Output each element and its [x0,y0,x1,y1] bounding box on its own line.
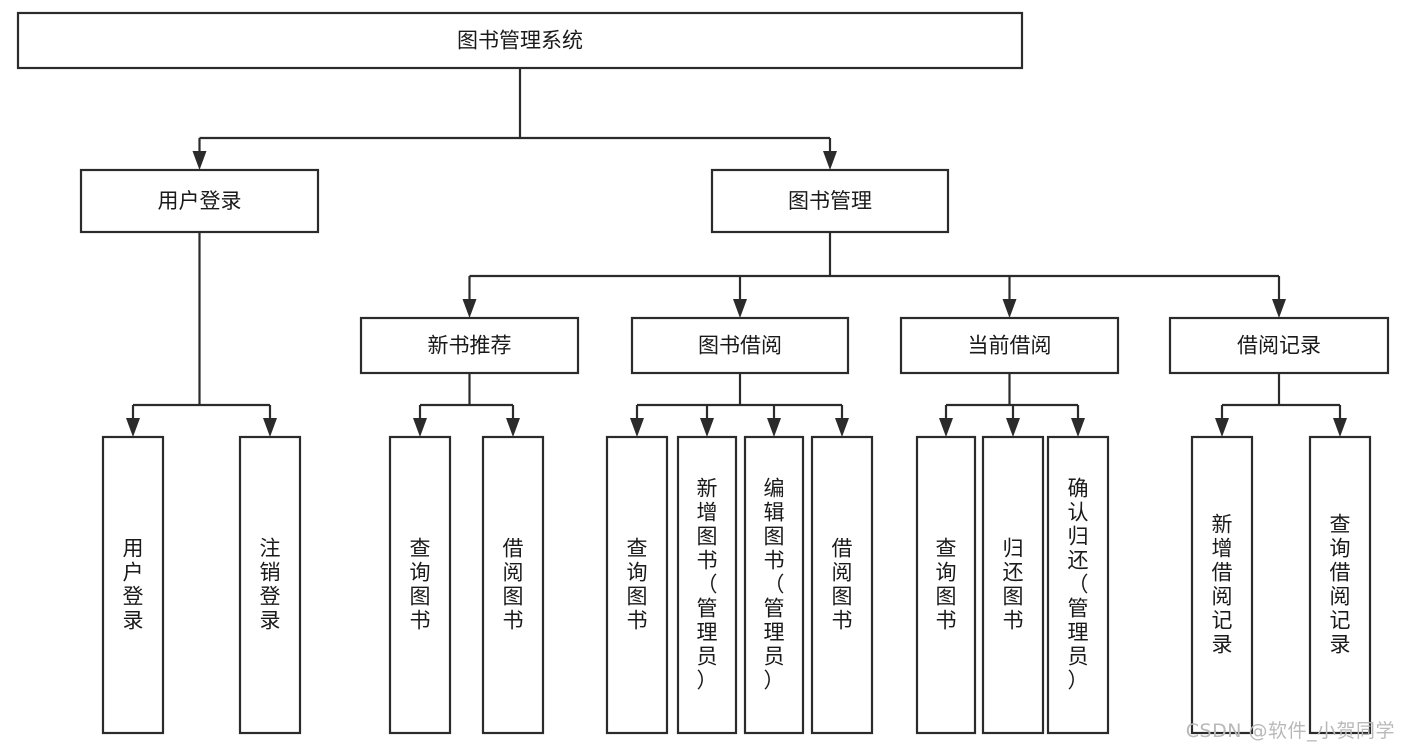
arrow-head-icon [630,418,644,437]
node-rect [605,435,669,735]
node-label: 新增图书（管理员） [697,477,718,693]
leaf-node-编辑图书管理员[interactable]: 编辑图书（管理员） [743,435,805,735]
arrow-head-icon [733,299,747,318]
node-rect [1308,435,1372,735]
leaf-node-新增借阅记录[interactable]: 新增借阅记录 [1190,435,1254,735]
leaf-node-新增图书管理员[interactable]: 新增图书（管理员） [676,435,738,735]
arrow-head-icon [462,299,477,318]
leaf-node-查询图书[interactable]: 查询图书 [605,435,669,735]
node-rect [388,435,452,735]
arrow-head-icon [1006,418,1020,437]
node-label: 查询图书 [627,537,648,633]
leaf-node-借阅图书[interactable]: 借阅图书 [481,435,545,735]
arrow-head-icon [1071,418,1085,437]
node-rect [676,435,738,735]
leaf-node-注销登录[interactable]: 注销登录 [238,435,302,735]
node-rect [981,435,1045,735]
node-rect [16,11,1024,70]
node-label: 借阅图书 [503,537,524,633]
node-label: 借阅记录 [1237,334,1321,358]
node-rect [481,435,545,735]
leaf-node-查询借阅记录[interactable]: 查询借阅记录 [1308,435,1372,735]
node-label: 用户登录 [123,537,144,633]
leaf-node-查询图书[interactable]: 查询图书 [915,435,977,735]
level3-node-图书借阅[interactable]: 图书借阅 [630,316,850,375]
node-label: 编辑图书（管理员） [764,477,785,693]
arrow-head-icon [192,151,207,170]
arrow-head-icon [1002,299,1017,318]
node-label: 图书管理 [788,189,872,213]
node-label: 当前借阅 [968,334,1052,358]
arrow-head-icon [939,418,953,437]
arrow-head-icon [1215,418,1229,437]
arrow-head-icon [767,418,781,437]
node-rect [899,316,1120,375]
connector-layer [126,68,1347,437]
level3-node-新书推荐[interactable]: 新书推荐 [359,316,580,375]
node-label: 借阅图书 [832,537,853,633]
arrow-head-icon [413,418,427,437]
node-label: 归还图书 [1003,537,1024,633]
root-node-图书管理系统[interactable]: 图书管理系统 [16,11,1024,70]
node-label: 用户登录 [158,189,242,213]
node-rect [915,435,977,735]
level3-node-当前借阅[interactable]: 当前借阅 [899,316,1120,375]
node-label: 新增借阅记录 [1212,513,1233,657]
node-label: 图书借阅 [698,334,782,358]
arrow-head-icon [1333,418,1347,437]
leaf-node-用户登录[interactable]: 用户登录 [101,435,165,735]
node-rect [1046,435,1110,735]
leaf-node-借阅图书[interactable]: 借阅图书 [810,435,874,735]
arrow-head-icon [835,418,849,437]
level3-node-借阅记录[interactable]: 借阅记录 [1168,316,1390,375]
leaf-node-确认归还管理员[interactable]: 确认归还（管理员） [1046,435,1110,735]
node-label: 图书管理系统 [457,29,583,53]
node-rect [359,316,580,375]
node-rect [710,168,950,234]
node-rect [1168,316,1390,375]
arrow-head-icon [1272,299,1286,318]
level2-node-图书管理[interactable]: 图书管理 [710,168,950,234]
node-label: 确认归还（管理员） [1068,477,1089,693]
node-rect [238,435,302,735]
node-label: 查询图书 [936,537,957,633]
arrow-head-icon [263,418,277,437]
node-rect [810,435,874,735]
arrow-head-icon [823,151,837,170]
arrow-head-icon [126,418,140,437]
node-label: 注销登录 [260,537,281,633]
level2-node-用户登录[interactable]: 用户登录 [79,168,320,234]
node-rect [101,435,165,735]
node-label: 查询图书 [410,537,431,633]
node-rect [79,168,320,234]
csdn-watermark: CSDN @软件_小贺同学 [1185,720,1395,742]
node-rect [630,316,850,375]
leaf-node-归还图书[interactable]: 归还图书 [981,435,1045,735]
node-rect [743,435,805,735]
node-rect [1190,435,1254,735]
arrow-head-icon [506,418,520,437]
node-layer: 图书管理系统用户登录图书管理新书推荐图书借阅当前借阅借阅记录用户登录注销登录查询… [16,11,1390,735]
node-label: 查询借阅记录 [1330,513,1351,657]
leaf-node-查询图书[interactable]: 查询图书 [388,435,452,735]
arrow-head-icon [700,418,714,437]
node-label: 新书推荐 [428,334,512,358]
